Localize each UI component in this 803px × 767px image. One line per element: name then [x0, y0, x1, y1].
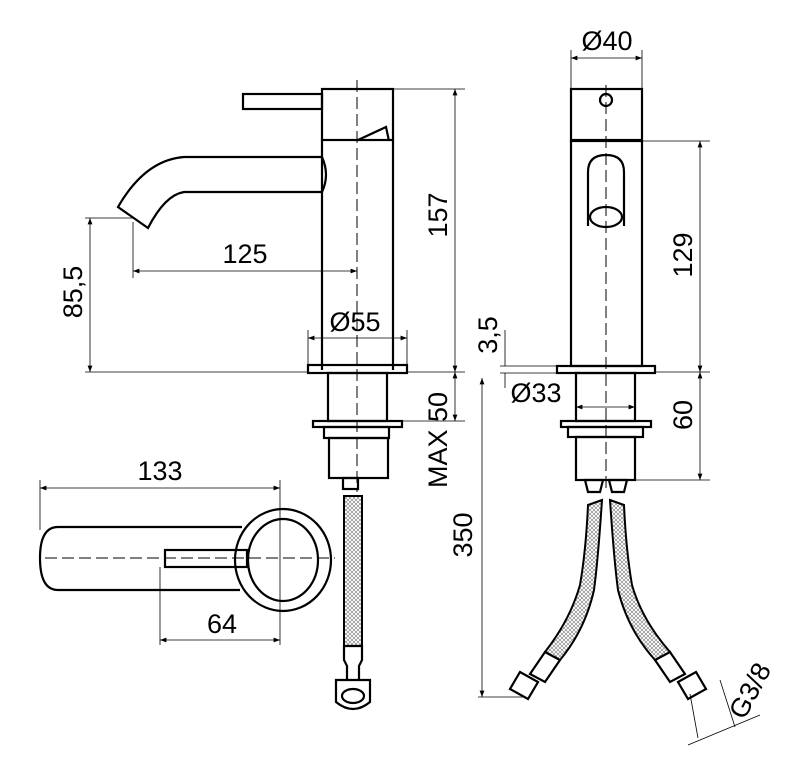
dim-157-label: 157	[423, 192, 453, 237]
dim-40-label: Ø40	[581, 26, 632, 56]
indicator-dot	[598, 92, 614, 108]
hose-fitting	[334, 644, 372, 711]
hose-right	[608, 498, 672, 662]
dim-85-5-label: 85,5	[58, 266, 88, 319]
front-lower-shank	[574, 435, 637, 482]
side-view: 157 MAX 50 125 85,5 Ø55 350	[58, 80, 525, 711]
head-slope	[357, 125, 391, 142]
left-fitting	[508, 650, 562, 701]
dim-125-label: 125	[222, 239, 267, 269]
hose-left	[543, 498, 604, 662]
spout	[116, 155, 328, 230]
dim-max50-label: MAX 50	[423, 392, 453, 488]
hose-stub	[341, 476, 360, 491]
dim-64-label: 64	[207, 609, 237, 639]
dim-g3-8-label: G3/8	[723, 658, 777, 724]
outer-ring	[233, 507, 333, 613]
dim-55-label: Ø55	[329, 307, 380, 337]
right-fitting	[653, 650, 708, 701]
mixer-head	[320, 87, 395, 142]
side-hose	[343, 495, 363, 647]
aerator	[588, 205, 624, 229]
dim-60-label: 60	[668, 400, 698, 430]
inner-disc	[246, 517, 320, 603]
dim-129-label: 129	[668, 232, 698, 277]
top-view: 133 64	[38, 456, 335, 645]
body	[320, 140, 395, 370]
lower-shank	[327, 436, 390, 480]
dim-3-5	[500, 330, 557, 388]
fitting-nut	[340, 687, 366, 705]
dim-133-label: 133	[137, 456, 182, 486]
spout-opening	[586, 153, 626, 226]
top-lever	[38, 525, 242, 592]
lever-handle	[241, 92, 324, 111]
dim-350-label: 350	[448, 512, 478, 557]
dim-33-label: Ø33	[510, 378, 561, 408]
dim-3-5-label: 3,5	[473, 316, 503, 354]
dim-g3-8	[687, 679, 761, 746]
front-view: Ø40 129 60 3,5 Ø33 G3/8	[473, 26, 777, 746]
